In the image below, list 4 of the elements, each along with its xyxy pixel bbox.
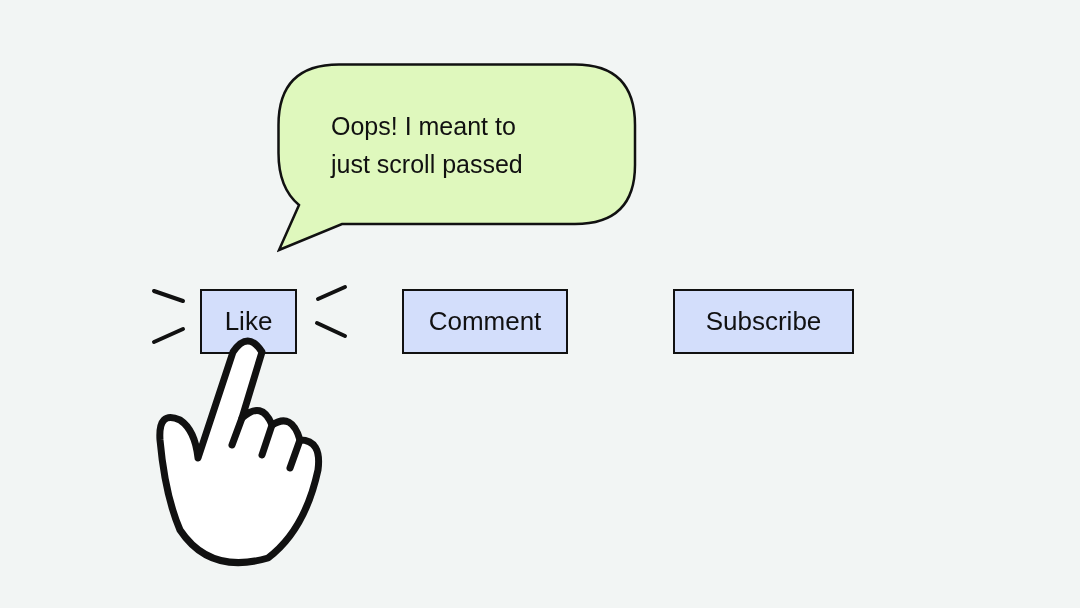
speech-bubble: Oops! I meant to just scroll passed: [277, 63, 637, 253]
button: Subscribe: [673, 289, 854, 354]
button: Comment: [402, 289, 568, 354]
button: Like: [200, 289, 297, 354]
